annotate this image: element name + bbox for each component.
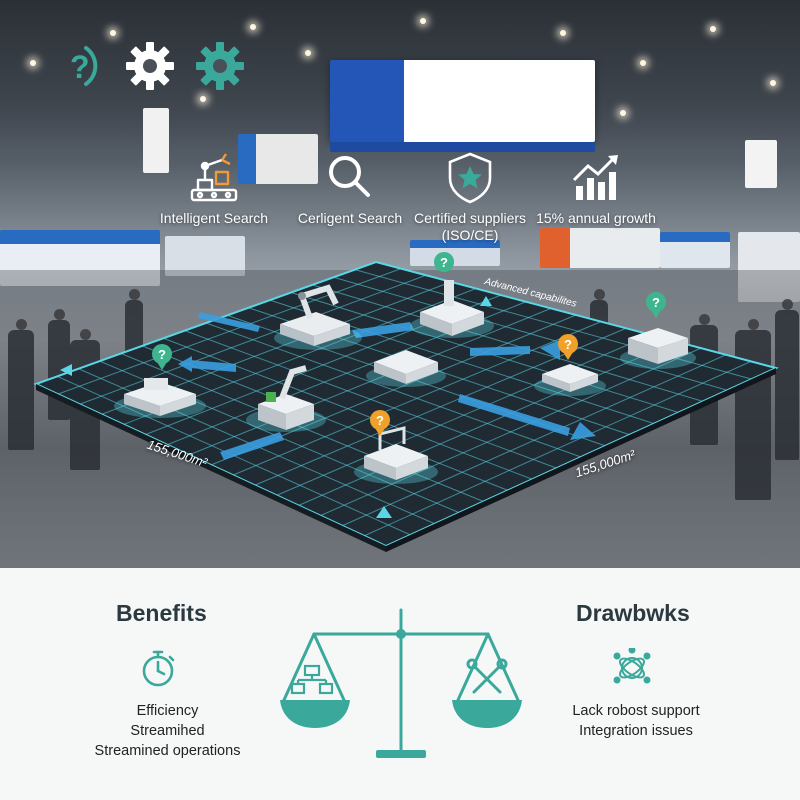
drawback-item: Lack robost support (572, 703, 700, 719)
magnifier-icon (322, 150, 378, 206)
feature-label: Intelligent Search (159, 210, 269, 226)
pin-green-icon: ? (434, 252, 454, 278)
grid-line (320, 347, 702, 517)
edge-arrow-icon (480, 296, 492, 306)
ceiling-light (420, 18, 426, 24)
feature-annual-growth[interactable]: 15% annual growth (530, 150, 662, 227)
ceiling-light (710, 26, 716, 32)
wrench-screwdriver-icon (466, 658, 508, 694)
feature-label: 15% annual growth (536, 210, 656, 226)
booth-banner (330, 60, 595, 142)
pin-orange-icon: ? (558, 334, 578, 360)
svg-text:?: ? (564, 337, 572, 352)
forklift-machine (354, 426, 438, 484)
expo-hall-scene: ? (0, 0, 800, 568)
edge-arrow-icon (60, 364, 72, 376)
visitor (775, 299, 799, 460)
drawbacks-title: Drawbwks (576, 600, 690, 626)
grid-line (298, 341, 677, 506)
hanging-banner (745, 140, 777, 188)
ceiling-light (30, 60, 36, 66)
booth-wall (165, 236, 245, 276)
booth-wall (660, 232, 730, 268)
top-icon-row: ? (52, 36, 248, 96)
pin-green-icon: ? (152, 344, 172, 370)
booth-wall (410, 240, 500, 266)
location-pins: ? ? ? ? ? (152, 252, 666, 436)
assembly-machine (366, 350, 446, 387)
svg-text:?: ? (70, 49, 90, 85)
growth-chart-icon (568, 150, 624, 206)
flow-arrows (178, 312, 596, 460)
visitor (125, 289, 143, 360)
robot-arm-machine (274, 284, 362, 350)
feature-label: Certified suppliers (ISO/CE) (413, 210, 527, 243)
ceiling-light (640, 60, 646, 66)
svg-text:?: ? (652, 295, 660, 310)
pros-cons-panel: Benefits Efficiency Streamihed Streamine… (0, 568, 800, 800)
ceiling-light (200, 96, 206, 102)
logistics-grid-board: ? ? ? ? ? Advanced (33, 252, 779, 552)
pin-orange-icon: ? (370, 410, 390, 436)
booth-wall (540, 228, 660, 268)
benefits-list: Efficiency Streamihed Streamined operati… (70, 701, 265, 761)
feature-certified-suppliers[interactable]: Certified suppliers (ISO/CE) (398, 150, 542, 244)
benefits-title: Benefits (116, 600, 207, 626)
drawbacks-list: Lack robost support Integration issues (548, 701, 724, 741)
ceiling-light (770, 80, 776, 86)
question-signal-icon[interactable]: ? (52, 36, 108, 96)
booth-sign (238, 134, 318, 184)
grid-line (276, 334, 652, 496)
packaging-machine (620, 328, 696, 369)
cnc-machine (534, 364, 606, 396)
drawback-item: Integration issues (579, 723, 693, 739)
ceiling-light (620, 110, 626, 116)
svg-text:?: ? (440, 255, 448, 270)
grid-line (354, 269, 752, 380)
tangled-network-icon (612, 646, 652, 688)
svg-text:?: ? (376, 413, 384, 428)
benefit-item: Efficiency (136, 703, 199, 719)
press-machine (410, 280, 494, 338)
gear-icon[interactable] (192, 36, 248, 96)
conveyor-machine (114, 378, 206, 418)
benefit-item: Streamined operations (94, 743, 241, 759)
ceiling-light (305, 50, 311, 56)
ceiling-light (110, 30, 116, 36)
grid-line (363, 360, 752, 537)
feature-label: Cerligent Search (297, 210, 403, 226)
visitor (8, 319, 34, 450)
feature-cerligent-search[interactable]: Cerligent Search (290, 150, 410, 227)
balance-scale-icon (280, 608, 522, 758)
welding-robot (246, 365, 326, 432)
robot-arm-icon (186, 150, 242, 206)
shield-star-icon (442, 150, 498, 206)
edge-arrow-icon (376, 506, 392, 518)
svg-text:?: ? (158, 347, 166, 362)
grid-line (342, 354, 727, 527)
grid-line (312, 284, 704, 402)
ceiling-light (250, 24, 256, 30)
ceiling-light (560, 30, 566, 36)
feature-intelligent-search[interactable]: Intelligent Search (156, 150, 272, 227)
grid-line (333, 276, 728, 391)
grid-line (254, 327, 627, 486)
machine-tiles (114, 280, 696, 484)
pin-green-icon: ? (646, 292, 666, 318)
grid-line (232, 321, 602, 476)
stopwatch-icon (138, 648, 178, 688)
benefit-item: Streamihed (130, 723, 205, 739)
booth-banner-trim (330, 142, 595, 152)
hanging-banner (143, 108, 169, 173)
gear-icon[interactable] (122, 36, 178, 96)
